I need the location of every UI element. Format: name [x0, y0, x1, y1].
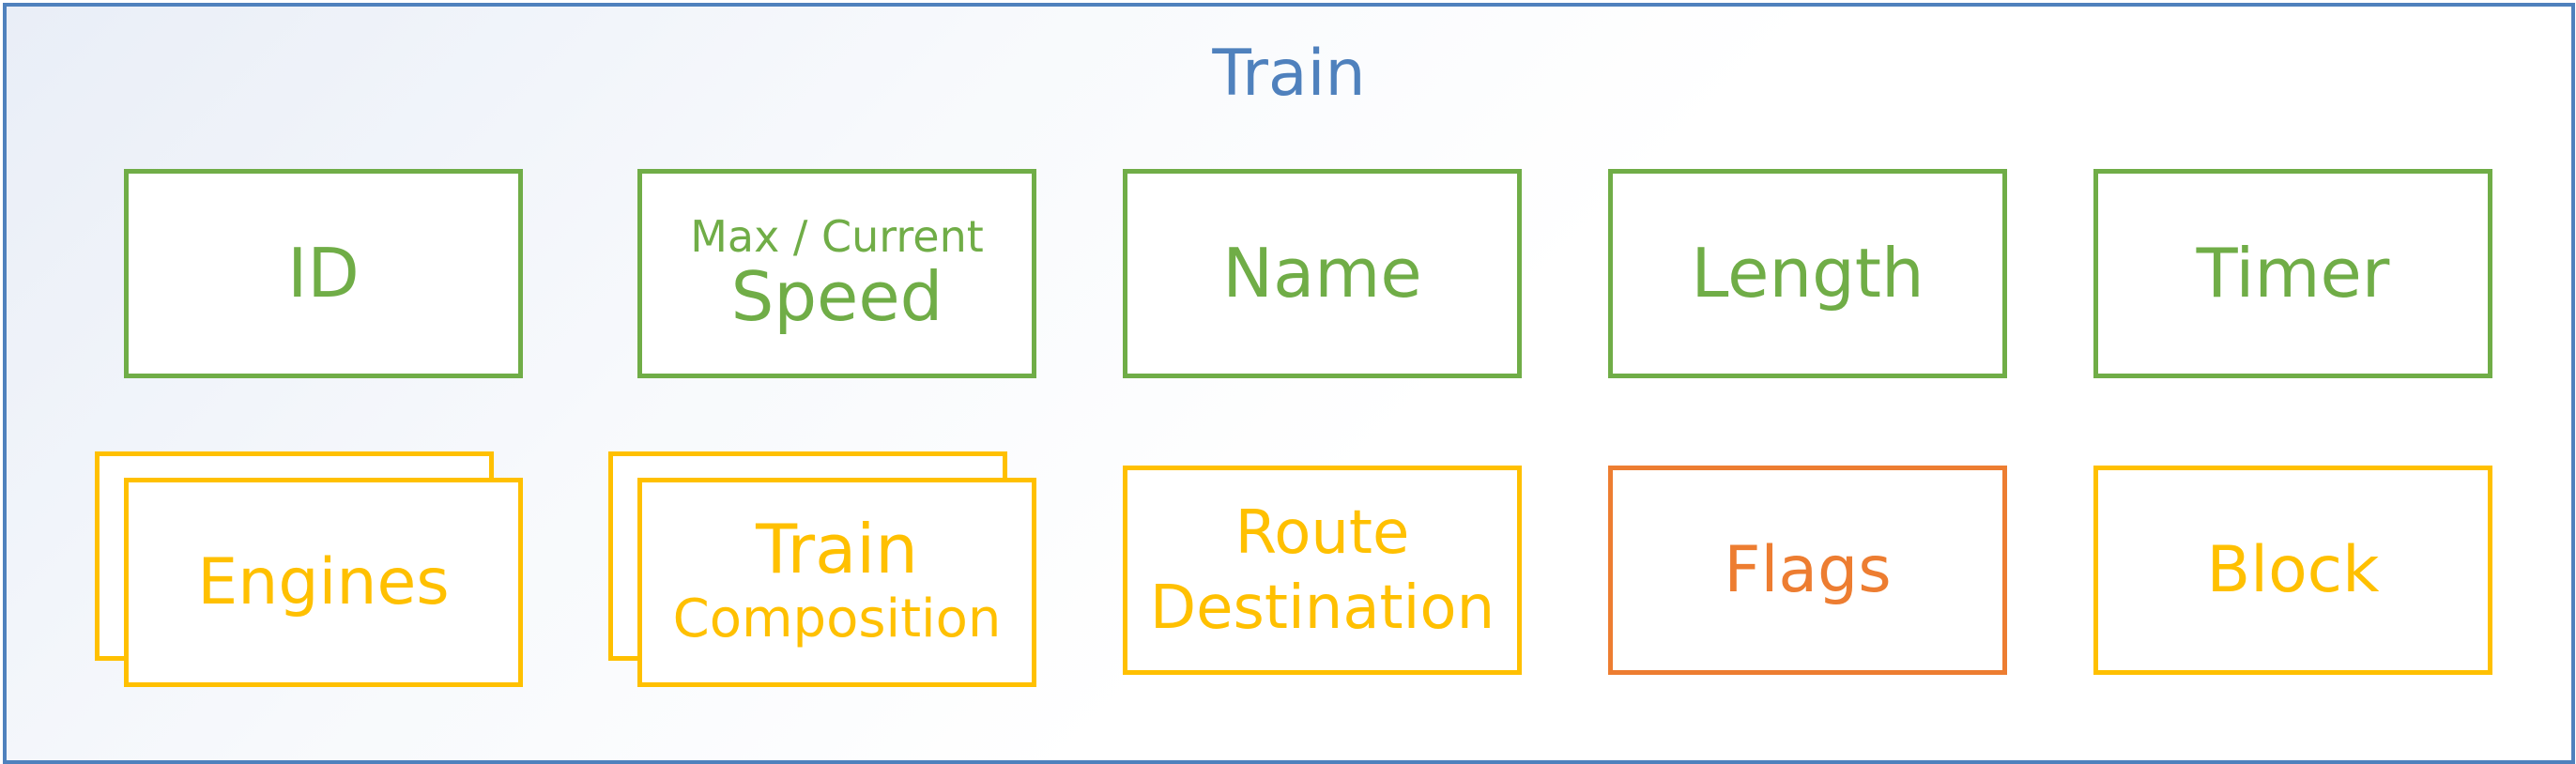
route-label-line1: Route: [1234, 497, 1410, 568]
length-label: Length: [1691, 233, 1924, 313]
engines-label: Engines: [197, 544, 450, 619]
route-box: Route Destination: [1123, 466, 1522, 675]
name-box: Name: [1123, 169, 1522, 378]
diagram-title: Train: [1212, 37, 1366, 111]
route-label-line2: Destination: [1149, 573, 1495, 643]
engines-box: Engines: [124, 478, 523, 687]
composition-label-line2: Composition: [672, 588, 1002, 650]
block-label: Block: [2206, 532, 2380, 607]
composition-box: Train Composition: [637, 478, 1036, 687]
timer-box: Timer: [2093, 169, 2492, 378]
id-box: ID: [124, 169, 523, 378]
train-container: Train ID Max / Current Speed Name Length…: [3, 3, 2575, 764]
speed-sub-label: Max / Current: [690, 210, 984, 262]
block-box: Block: [2093, 466, 2492, 675]
timer-label: Timer: [2196, 233, 2390, 313]
length-box: Length: [1608, 169, 2007, 378]
composition-label-line1: Train: [756, 509, 918, 588]
speed-label: Speed: [730, 257, 943, 337]
flags-label: Flags: [1724, 532, 1892, 607]
id-label: ID: [287, 233, 360, 313]
name-label: Name: [1222, 233, 1422, 313]
speed-box: Max / Current Speed: [637, 169, 1036, 378]
flags-box: Flags: [1608, 466, 2007, 675]
